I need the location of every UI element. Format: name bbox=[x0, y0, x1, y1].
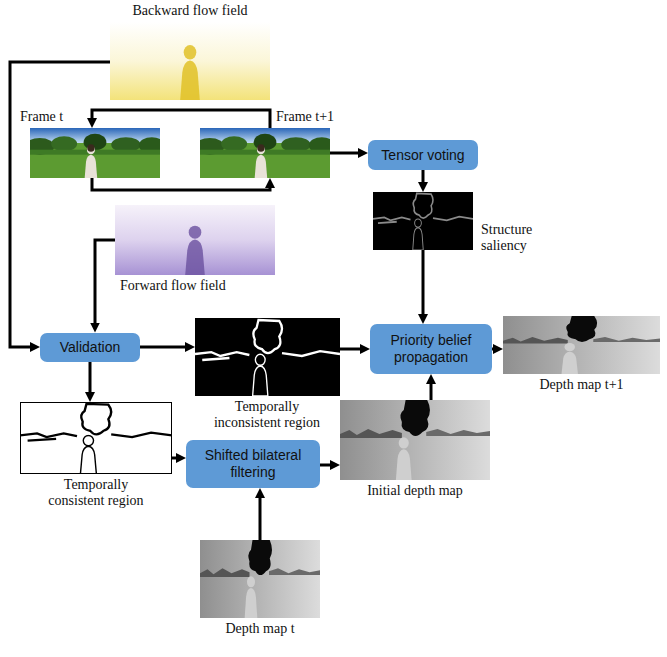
flow-arrow bbox=[430, 382, 433, 400]
image-caption: Depth map t+1 bbox=[503, 377, 660, 393]
flow-arrow bbox=[172, 457, 178, 460]
image-panel: Frame t bbox=[30, 128, 160, 178]
saliency-image bbox=[373, 193, 473, 250]
image-panel: Depth map t+1 bbox=[503, 316, 660, 374]
inconsistent-ground bbox=[195, 318, 340, 396]
image-panel: Structure saliency bbox=[373, 192, 473, 250]
flow-arrow bbox=[320, 464, 332, 467]
flow-arrow bbox=[92, 110, 270, 128]
flow-arrow bbox=[140, 346, 187, 349]
process-box: Tensor voting bbox=[368, 140, 478, 170]
image-panel: Temporally consistent region bbox=[20, 402, 172, 474]
image-caption: Initial depth map bbox=[340, 483, 490, 499]
image-caption: Frame t+1 bbox=[276, 109, 351, 125]
image-panel: Temporally inconsistent region bbox=[195, 318, 340, 396]
image-panel: Frame t+1 bbox=[200, 128, 330, 178]
flow-arrow bbox=[330, 152, 360, 155]
image-caption: Forward flow field bbox=[120, 278, 270, 294]
flow-arrow bbox=[422, 170, 425, 184]
box-label: Tensor voting bbox=[381, 147, 464, 164]
frame-image bbox=[195, 128, 335, 178]
image-panel: Depth map t bbox=[200, 540, 320, 618]
process-box: Shifted bilateral filtering bbox=[186, 440, 320, 488]
image-caption: Structure saliency bbox=[481, 222, 551, 254]
inconsistent-image bbox=[195, 320, 340, 396]
consistent-ground bbox=[21, 403, 172, 474]
image-caption: Frame t bbox=[20, 109, 80, 125]
depth-image bbox=[503, 316, 660, 374]
backward-flow-image bbox=[110, 22, 270, 100]
image-panel: Backward flow field bbox=[110, 22, 270, 100]
depth-image bbox=[340, 400, 490, 480]
flow-arrow bbox=[92, 178, 270, 190]
image-panel: Initial depth map bbox=[340, 400, 490, 480]
image-panel: Forward flow field bbox=[115, 205, 275, 275]
process-box: Validation bbox=[40, 333, 140, 362]
flow-arrow bbox=[340, 348, 362, 351]
flow-arrow bbox=[89, 362, 92, 395]
saliency-ground bbox=[373, 192, 473, 250]
image-caption: Depth map t bbox=[200, 621, 320, 637]
image-caption: Temporally inconsistent region bbox=[202, 399, 332, 431]
process-box: Priority belief propagation bbox=[370, 324, 492, 374]
depth-image bbox=[200, 540, 320, 618]
flow-arrow bbox=[95, 240, 115, 325]
consistent-image bbox=[20, 404, 172, 474]
frame-image bbox=[25, 128, 165, 178]
box-label: Validation bbox=[60, 339, 120, 356]
box-label: Shifted bilateral filtering bbox=[192, 447, 314, 481]
flow-arrow bbox=[492, 348, 495, 351]
flow-arrow bbox=[259, 496, 262, 540]
box-label: Priority belief propagation bbox=[376, 332, 486, 366]
image-caption: Backward flow field bbox=[110, 3, 270, 19]
forward-flow-image bbox=[115, 205, 275, 275]
flow-arrow bbox=[422, 250, 425, 316]
image-caption: Temporally consistent region bbox=[37, 477, 155, 509]
